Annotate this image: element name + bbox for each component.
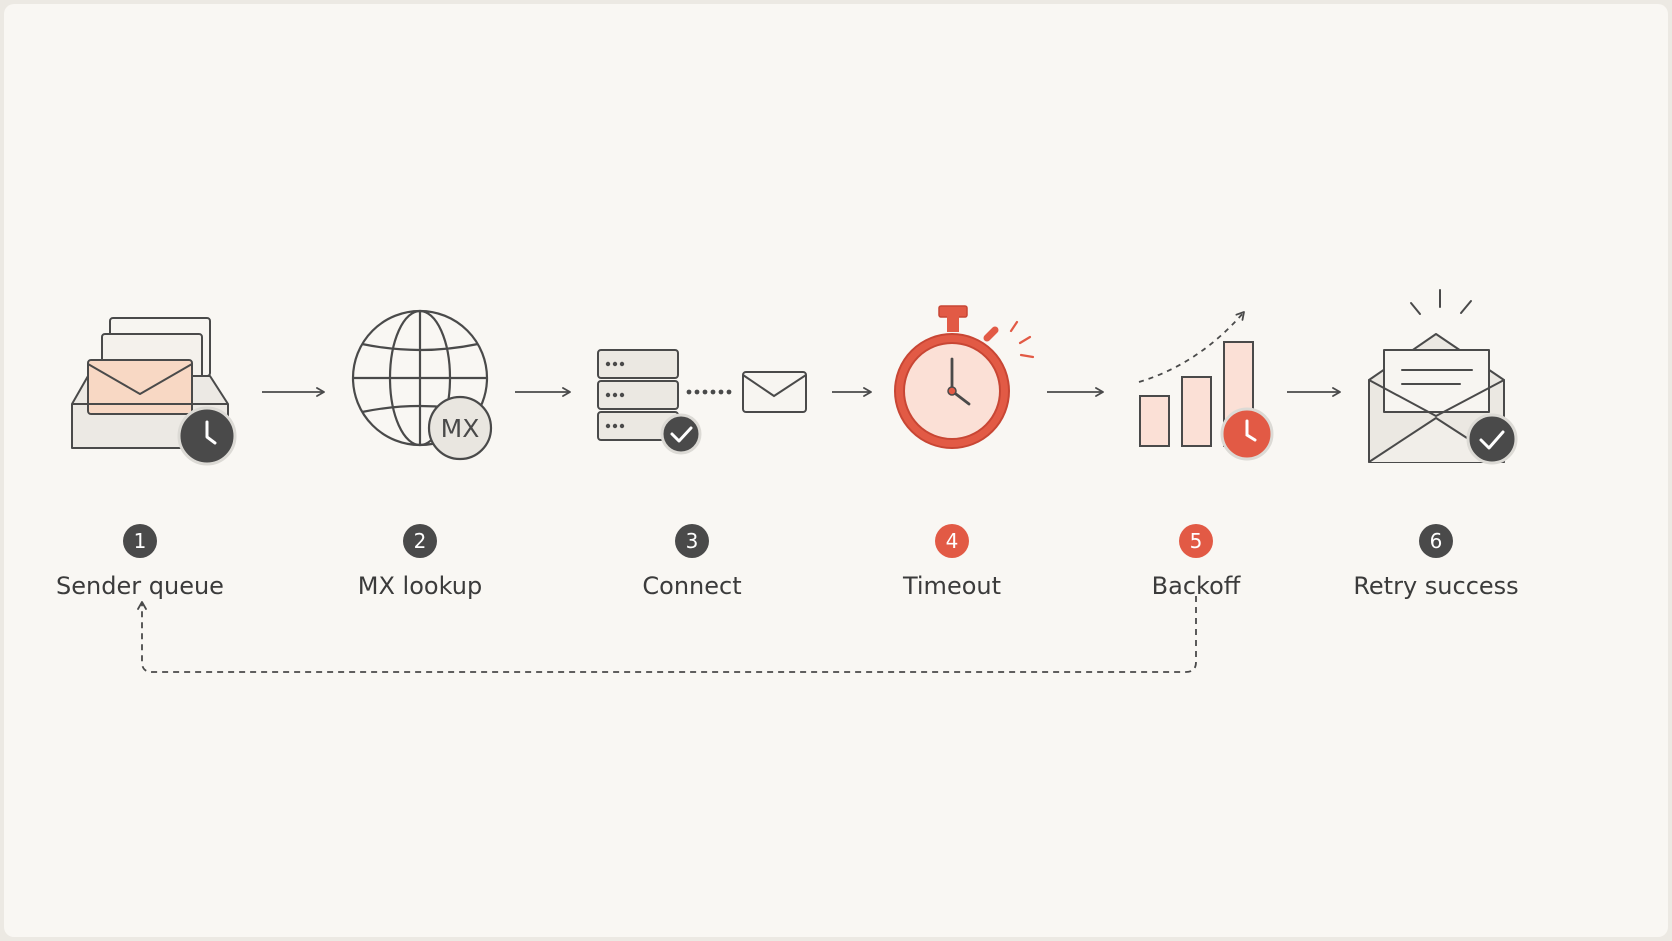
step-mx-lookup: 2 MX lookup (310, 524, 530, 600)
step-timeout: 4 Timeout (842, 524, 1062, 600)
bar-chart-clock-icon (1138, 311, 1274, 461)
server-envelope-icon (597, 349, 807, 455)
step-label: MX lookup (357, 572, 483, 600)
step-connect: 3 Connect (582, 524, 802, 600)
step-number-badge: 2 (403, 524, 437, 558)
stopwatch-icon (894, 305, 1035, 449)
step-retry-success: 6 Retry success (1326, 524, 1546, 600)
diagram-canvas: MX (4, 4, 1668, 937)
open-envelope-check-icon (1368, 289, 1518, 465)
step-sender-queue: 1 Sender queue (30, 524, 250, 600)
diagram-graphics: MX (71, 289, 1518, 673)
step-backoff: 5 Backoff (1086, 524, 1306, 600)
globe-mx-icon (351, 309, 493, 461)
inbox-tray-clock-icon (71, 317, 237, 466)
step-label: Sender queue (56, 572, 224, 600)
mx-badge-text: MX (441, 414, 480, 443)
step-number-badge: 6 (1419, 524, 1453, 558)
step-number-badge: 4 (935, 524, 969, 558)
step-number-badge: 5 (1179, 524, 1213, 558)
step-label: Timeout (902, 572, 1002, 600)
step-label: Connect (642, 572, 742, 600)
step-number-badge: 3 (675, 524, 709, 558)
retry-loop-arrow (137, 596, 1197, 673)
step-number-badge: 1 (123, 524, 157, 558)
step-label: Backoff (1151, 572, 1241, 600)
step-label: Retry success (1353, 572, 1519, 600)
